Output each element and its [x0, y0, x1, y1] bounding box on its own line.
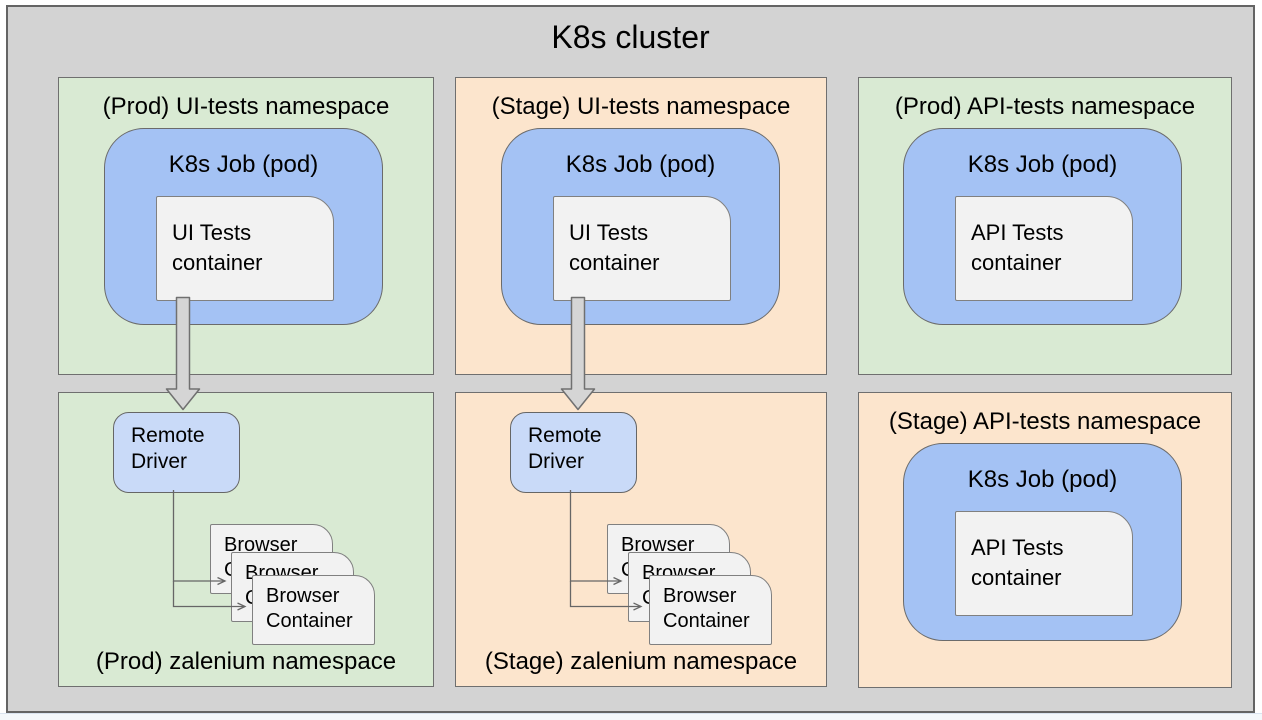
panel-stage-api-tests-namespace: (Stage) API-tests namespace K8s Job (pod… [858, 392, 1232, 688]
ui-tests-container: UI Tests container [156, 196, 334, 301]
container-label-line1: API Tests [971, 535, 1064, 560]
panel-prod-api-tests-namespace: (Prod) API-tests namespace K8s Job (pod)… [858, 77, 1232, 375]
namespace-title: (Stage) API-tests namespace [888, 408, 1202, 435]
panel-stage-zalenium-namespace: Remote Driver Browser Container Browser … [455, 392, 827, 687]
namespace-title: (Stage) UI-tests namespace [491, 93, 791, 120]
container-label-line2: container [971, 250, 1062, 275]
browser-label-line1: Browser [621, 534, 695, 556]
browser-container-3: Browser Container [252, 575, 375, 645]
browser-container-3: Browser Container [649, 575, 772, 645]
namespace-title: (Prod) zalenium namespace [95, 648, 397, 675]
k8s-job-pod: K8s Job (pod) UI Tests container [501, 128, 780, 325]
remote-driver: Remote Driver [510, 412, 637, 493]
job-title: K8s Job (pod) [967, 151, 1118, 178]
container-label-line1: UI Tests [569, 220, 649, 245]
namespace-title: (Prod) UI-tests namespace [102, 93, 390, 120]
container-label-line2: container [569, 250, 660, 275]
browser-label-line2: Container [266, 610, 353, 632]
panel-stage-ui-tests-namespace: (Stage) UI-tests namespace K8s Job (pod)… [455, 77, 827, 375]
namespace-title: (Stage) zalenium namespace [484, 648, 798, 675]
browser-label-line2: Container [663, 610, 750, 632]
k8s-job-pod: K8s Job (pod) API Tests container [903, 128, 1182, 325]
browser-label-line1: Browser [663, 585, 737, 607]
container-label-line2: container [172, 250, 263, 275]
k8s-job-pod: K8s Job (pod) API Tests container [903, 443, 1182, 641]
remote-driver-label-line2: Driver [528, 450, 584, 473]
browser-label-line1: Browser [224, 534, 298, 556]
remote-driver-label-line1: Remote [528, 424, 602, 447]
api-tests-container: API Tests container [955, 511, 1133, 616]
remote-driver: Remote Driver [113, 412, 240, 493]
container-label-line2: container [971, 565, 1062, 590]
job-title: K8s Job (pod) [967, 466, 1118, 493]
cluster-canvas: K8s cluster (Prod) UI-tests namespace K8… [6, 5, 1255, 713]
k8s-job-pod: K8s Job (pod) UI Tests container [104, 128, 383, 325]
namespace-title: (Prod) API-tests namespace [894, 93, 1196, 120]
panel-prod-ui-tests-namespace: (Prod) UI-tests namespace K8s Job (pod) … [58, 77, 434, 375]
remote-driver-label-line1: Remote [131, 424, 205, 447]
container-label-line1: API Tests [971, 220, 1064, 245]
job-title: K8s Job (pod) [565, 151, 716, 178]
container-label-line1: UI Tests [172, 220, 252, 245]
ui-tests-container: UI Tests container [553, 196, 731, 301]
remote-driver-label-line2: Driver [131, 450, 187, 473]
canvas-bottom-edge [0, 713, 1262, 720]
cluster-title: K8s cluster [551, 19, 710, 55]
panel-prod-zalenium-namespace: Remote Driver Browser Container Browser … [58, 392, 434, 687]
browser-label-line1: Browser [266, 585, 340, 607]
api-tests-container: API Tests container [955, 196, 1133, 301]
job-title: K8s Job (pod) [168, 151, 319, 178]
